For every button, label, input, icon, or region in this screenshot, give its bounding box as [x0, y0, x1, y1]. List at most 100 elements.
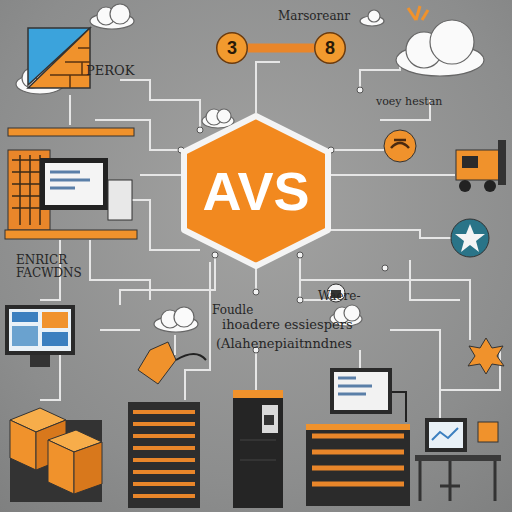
- workstation-icon: [425, 418, 467, 452]
- gear-icon: [384, 130, 416, 162]
- cloud-icon: [154, 307, 198, 332]
- cloud-icon: [16, 4, 484, 332]
- junction-dot: [357, 87, 363, 93]
- forklift-icon: [462, 156, 478, 168]
- workbench-icon: [306, 424, 410, 430]
- desktop-computer-icon: [8, 128, 134, 136]
- forklift-icon: [459, 180, 471, 192]
- cube-stack-icon: [74, 442, 102, 494]
- text-label: ihoadere essiespers: [222, 318, 353, 332]
- step-circle: 8: [314, 32, 346, 64]
- wire: [390, 330, 440, 420]
- forklift-icon: [456, 150, 500, 180]
- plug-box-icon: [138, 342, 176, 384]
- monitor-icon: [334, 372, 388, 410]
- cabinet-icon: [264, 415, 274, 425]
- text-label: Foudle: [212, 304, 253, 317]
- wire: [256, 62, 280, 113]
- circle-shape: [217, 33, 248, 64]
- cloud-icon: [360, 10, 384, 26]
- gear-icon: [391, 140, 409, 148]
- monitor-icon: [392, 392, 406, 422]
- desktop-computer-icon: [40, 158, 108, 210]
- workstation-icon: [478, 422, 498, 442]
- cabinet-icon: [262, 405, 278, 433]
- junction-dot: [297, 297, 303, 303]
- server-rack-icon: [128, 402, 200, 508]
- connector-bar: [248, 44, 314, 53]
- cabinet-icon: [233, 390, 283, 508]
- brick-tile-icon: [28, 28, 90, 88]
- node-text: 8: [325, 39, 335, 57]
- cube-stack-icon: [10, 420, 36, 470]
- wire: [331, 174, 455, 176]
- workstation-icon: [429, 422, 463, 448]
- burst-icon: [468, 338, 504, 374]
- circle-shape: [315, 33, 346, 64]
- plug-box-icon: [138, 342, 206, 384]
- wire: [100, 329, 140, 331]
- cloud-icon: [430, 20, 474, 64]
- text-label: PEROK: [86, 64, 134, 78]
- server-rack-icon: [133, 412, 195, 496]
- cabinet-icon: [240, 440, 276, 460]
- cloud-icon: [396, 20, 484, 76]
- monitor-icon: [338, 378, 372, 394]
- desktop-computer-icon: [5, 230, 137, 239]
- star-badge-icon: [451, 219, 489, 257]
- cabinet-icon: [233, 390, 283, 398]
- text-label: Waere-: [318, 290, 360, 303]
- workbench-icon: [306, 424, 410, 506]
- screen-icon: [12, 312, 38, 322]
- step-circle: 3: [216, 32, 248, 64]
- text-label: (Alahenepiaitnndnes: [216, 337, 352, 351]
- desktop-computer-icon: [5, 128, 137, 239]
- node-text: 3: [227, 39, 237, 57]
- workbench-icon: [306, 424, 410, 506]
- text-label: Marsoreanr: [278, 10, 350, 23]
- wire: [255, 350, 257, 390]
- wire: [174, 335, 176, 355]
- wire: [320, 230, 452, 238]
- junction-dot: [253, 289, 259, 295]
- service-hexagon: AVS: [181, 113, 331, 269]
- screen-icon: [12, 326, 38, 346]
- crane-icon: [408, 6, 428, 20]
- text-label: voey hestan: [376, 96, 442, 108]
- server-rack-icon: [128, 402, 200, 508]
- junction-dot: [297, 252, 303, 258]
- forklift-icon: [456, 140, 506, 192]
- screen-icon: [5, 305, 75, 355]
- wire: [359, 350, 361, 370]
- node-text: AVS: [202, 164, 309, 218]
- junction-dot: [197, 127, 203, 133]
- workstation-icon: [415, 455, 501, 461]
- junction-dot: [382, 265, 388, 271]
- workstation-icon: [420, 461, 495, 501]
- cloud-icon: [90, 4, 134, 29]
- forklift-icon: [484, 180, 496, 192]
- junction-dot: [212, 252, 218, 258]
- hexagon-shape: [184, 116, 328, 266]
- screen-icon: [30, 355, 50, 367]
- desktop-computer-icon: [108, 180, 132, 220]
- desktop-computer-icon: [50, 172, 90, 188]
- wire: [331, 149, 384, 151]
- cloud-icon: [110, 4, 130, 24]
- monitor-icon: [330, 368, 406, 422]
- forklift-icon: [498, 140, 506, 185]
- wire: [255, 268, 257, 292]
- cloud-icon: [368, 10, 380, 22]
- gear-icon: [384, 130, 416, 162]
- workbench-icon: [312, 436, 404, 484]
- wire: [140, 174, 181, 176]
- text-label: ENRICR FACWDNS: [16, 254, 82, 280]
- workstation-icon: [432, 428, 458, 440]
- wire: [69, 95, 71, 125]
- monitor-icon: [330, 368, 392, 414]
- junction-dot: [107, 87, 388, 353]
- screen-icon: [5, 305, 75, 367]
